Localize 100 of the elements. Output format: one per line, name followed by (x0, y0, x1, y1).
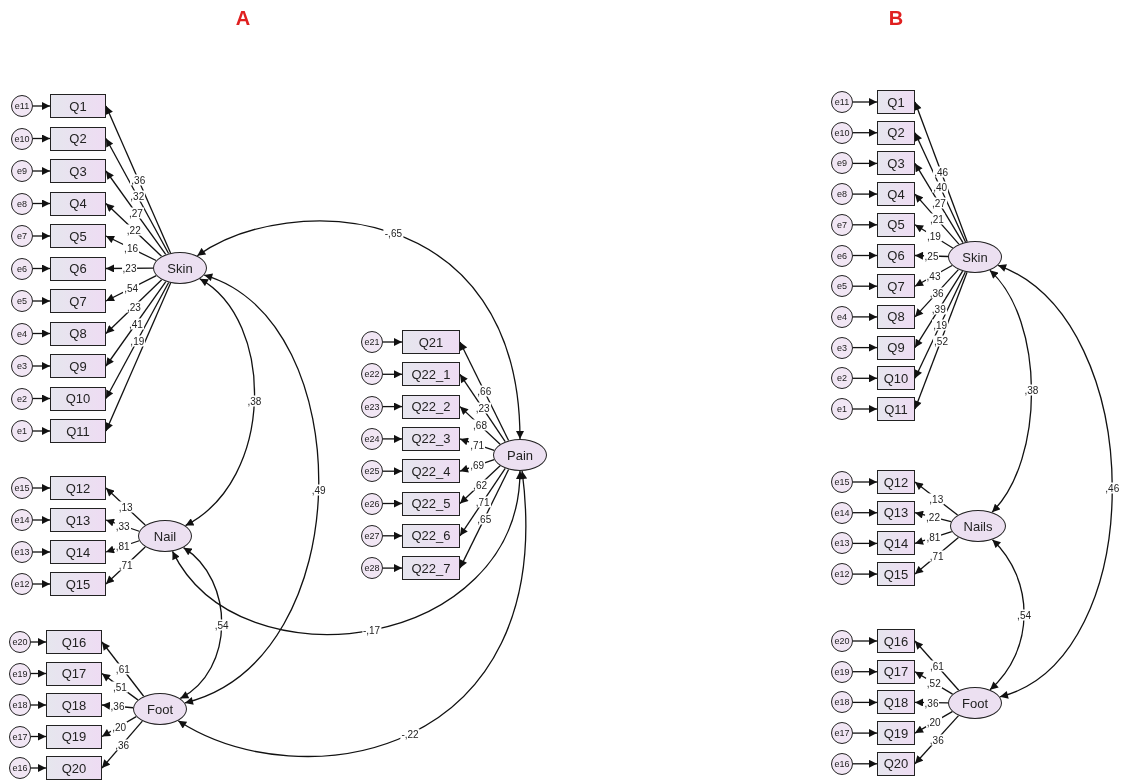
coefficient-label: ,49 (310, 484, 327, 496)
coefficient-label: -,17 (361, 624, 382, 636)
indicator-box: Q13 (50, 508, 106, 532)
correlation-arrow (989, 269, 1033, 513)
coefficient-label: ,52 (925, 677, 942, 689)
indicator-box: Q22_6 (402, 523, 460, 548)
indicator-box: Q10 (50, 386, 106, 411)
arrow (32, 232, 51, 240)
arrow (382, 338, 403, 346)
coefficient-label: ,54 (123, 282, 140, 294)
error-term-circle: e24 (361, 427, 383, 450)
coefficient-label: ,71 (928, 550, 945, 562)
arrow (32, 264, 51, 273)
error-term-circle: e8 (11, 192, 33, 215)
arrow (914, 162, 964, 244)
coefficient-label: ,23 (474, 402, 491, 414)
error-term-circle: e10 (831, 121, 853, 144)
indicator-box: Q19 (46, 724, 102, 749)
panel-title: A (235, 6, 251, 30)
indicator-box: Q10 (877, 366, 915, 391)
indicator-box: Q21 (402, 330, 460, 354)
error-term-circle: e5 (11, 290, 33, 312)
arrow (30, 638, 47, 646)
arrow (32, 484, 51, 492)
error-term-circle: e18 (9, 694, 31, 716)
error-term-circle: e17 (831, 722, 853, 745)
arrow (852, 251, 878, 260)
arrow (459, 373, 506, 443)
arrow (914, 536, 960, 575)
error-term-circle: e12 (831, 563, 853, 586)
arrow (32, 199, 51, 208)
indicator-box: Q22_5 (402, 491, 460, 516)
indicator-box: Q15 (50, 572, 106, 596)
coefficient-label: ,21 (929, 213, 945, 225)
coefficient-label: ,36 (130, 174, 147, 185)
arrow (914, 101, 968, 243)
indicator-box: Q3 (877, 151, 915, 176)
error-term-circle: e8 (831, 183, 853, 206)
error-term-circle: e4 (11, 322, 33, 345)
indicator-box: Q2 (50, 126, 106, 151)
arrow (30, 732, 47, 741)
indicator-box: Q11 (877, 397, 915, 421)
arrow (105, 280, 167, 367)
error-term-circle: e28 (361, 557, 383, 580)
indicator-box: Q8 (50, 321, 106, 346)
arrow (852, 374, 878, 383)
arrow (105, 105, 172, 254)
indicator-box: Q17 (877, 659, 915, 684)
coefficient-label: ,36 (109, 700, 126, 712)
error-term-circle: e10 (11, 127, 33, 150)
arrow (852, 539, 878, 548)
latent-variable-ellipse: Pain (493, 439, 547, 471)
coefficient-label: ,23 (125, 301, 142, 313)
latent-variable-ellipse: Foot (133, 693, 187, 725)
error-term-circle: e16 (9, 757, 31, 779)
error-term-circle: e21 (361, 331, 383, 353)
indicator-box: Q1 (877, 90, 915, 114)
coefficient-label: ,16 (123, 242, 139, 254)
indicator-box: Q6 (50, 256, 106, 281)
indicator-box: Q16 (46, 630, 102, 654)
arrow (32, 427, 51, 435)
error-term-circle: e9 (831, 152, 853, 175)
error-term-circle: e3 (11, 355, 33, 377)
error-term-circle: e7 (11, 225, 33, 247)
coefficient-label: ,61 (114, 663, 131, 675)
error-term-circle: e18 (831, 691, 853, 714)
arrow (852, 478, 878, 486)
arrow (32, 134, 51, 143)
error-term-circle: e16 (831, 752, 853, 775)
error-term-circle: e2 (831, 367, 853, 390)
arrow (914, 715, 960, 765)
latent-variable-ellipse: Skin (153, 252, 207, 284)
correlation-arrow (171, 470, 523, 636)
error-term-circle: e25 (361, 460, 383, 483)
indicator-box: Q3 (50, 159, 106, 183)
arrow (105, 282, 172, 432)
indicator-box: Q9 (877, 335, 915, 360)
error-term-circle: e23 (361, 395, 383, 418)
arrow (105, 170, 167, 256)
coefficient-label: ,25 (923, 250, 940, 262)
coefficient-label: ,38 (1023, 384, 1040, 396)
error-term-circle: e13 (11, 541, 33, 563)
indicator-box: Q1 (50, 94, 106, 118)
coefficient-label: ,68 (472, 419, 488, 431)
indicator-box: Q15 (877, 562, 915, 587)
error-term-circle: e5 (831, 275, 853, 298)
indicator-box: Q22_3 (402, 426, 460, 451)
arrow (382, 499, 403, 508)
coefficient-label: ,20 (111, 721, 128, 733)
arrow (914, 271, 966, 379)
indicator-box: Q9 (50, 354, 106, 378)
coefficient-label: ,61 (928, 660, 945, 672)
arrow (32, 329, 51, 338)
correlation-arrow (179, 547, 223, 700)
coefficient-label: ,54 (213, 619, 230, 630)
indicator-box: Q14 (50, 540, 106, 564)
indicator-box: Q5 (877, 212, 915, 237)
indicator-box: Q20 (46, 756, 102, 780)
coefficient-label: ,13 (117, 501, 134, 513)
arrow (852, 128, 878, 137)
